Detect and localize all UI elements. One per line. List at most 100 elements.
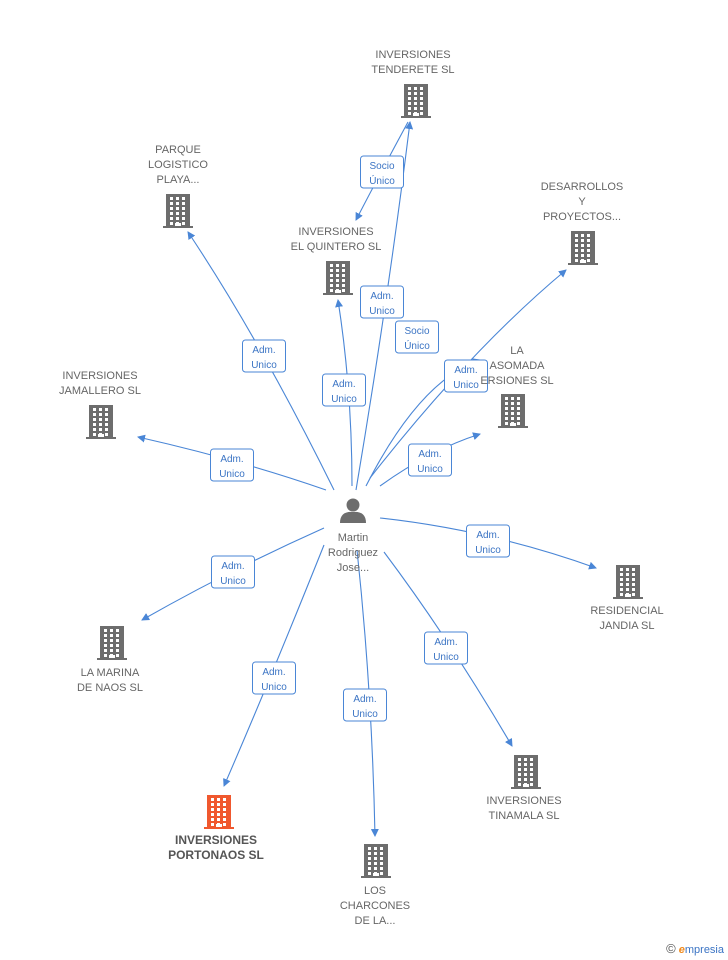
company-name-line: TINAMALA SL: [489, 810, 560, 822]
company-name-line: DE NAOS SL: [77, 682, 143, 694]
relation-badge[interactable]: Adm. Unico: [466, 524, 510, 558]
building-icon: [163, 194, 193, 228]
company-name-line: LOGISTICO: [148, 159, 208, 171]
relation-badge[interactable]: Adm.Unico: [252, 661, 296, 695]
badge-box: [343, 688, 387, 722]
company-name-line: Y: [578, 196, 586, 208]
badge-box: [210, 448, 254, 482]
company-name-line: LA: [510, 345, 524, 357]
relation-badge[interactable]: Adm. Unico: [211, 555, 255, 589]
building-icon: [204, 795, 234, 829]
company-name-line: PARQUE: [155, 144, 201, 156]
copyright-icon: ©: [666, 941, 676, 956]
building-icon: [97, 626, 127, 660]
badge-box: [252, 661, 296, 695]
empresia-brand[interactable]: © empresia: [666, 941, 724, 956]
badge-box: [395, 320, 439, 354]
relation-badge[interactable]: Adm. Unico: [343, 688, 387, 722]
relation-badge[interactable]: Adm.Unico: [444, 359, 488, 393]
company-name-line: DESARROLLOS: [541, 181, 624, 193]
building-icon: [361, 844, 391, 878]
company-name-line: INVERSIONES: [486, 795, 561, 807]
company-node-tinamala[interactable]: INVERSIONES TINAMALA SL: [486, 755, 562, 822]
building-icon: [498, 394, 528, 428]
company-name-line: PLAYA...: [156, 174, 199, 186]
badge-text: Unico: [219, 469, 245, 480]
badge-box: [322, 373, 366, 407]
building-icon: [511, 755, 541, 789]
company-name-line: RESIDENCIAL: [590, 605, 663, 617]
badge-text: Adm.: [353, 694, 376, 705]
company-name-line: EL QUINTERO SL: [291, 241, 382, 253]
badge-text: Socio: [404, 326, 429, 337]
company-name-line: ERSIONES SL: [480, 375, 553, 387]
badge-text: Adm.: [221, 561, 244, 572]
person-name-line: Jose...: [337, 562, 369, 574]
badge-box: [360, 285, 404, 319]
company-name-line: DE LA...: [355, 915, 396, 927]
badge-text: Adm.: [332, 379, 355, 390]
badge-text: Unico: [261, 682, 287, 693]
building-icon: [401, 84, 431, 118]
badge-text: Adm.: [434, 637, 457, 648]
relation-badge[interactable]: Adm.Unico: [322, 373, 366, 407]
badge-text: Adm.: [418, 449, 441, 460]
company-name-line: PORTONAOS SL: [168, 848, 264, 862]
person-name-line: Martin: [338, 532, 369, 544]
company-name-line: INVERSIONES: [62, 370, 137, 382]
company-node-charcones[interactable]: LOS CHARCONES DE LA...: [340, 844, 410, 927]
relation-badge[interactable]: Adm. Unico: [408, 443, 452, 477]
badges-layer: Adm.UnicoSocioÚnicoAdm.UnicoAdm.UnicoSoc…: [210, 155, 510, 722]
brand-initial: e: [678, 944, 685, 956]
company-name-line: PROYECTOS...: [543, 211, 621, 223]
badge-text: Adm.: [252, 345, 275, 356]
relation-badge[interactable]: Adm. Unico: [242, 339, 286, 373]
badge-text: Único: [369, 174, 395, 187]
company-name-line: TENDERETE SL: [371, 64, 454, 76]
badge-text: Unico: [433, 652, 459, 663]
building-icon: [568, 231, 598, 265]
building-icon: [86, 405, 116, 439]
company-node-asomada[interactable]: LA ASOMADA ERSIONES SL: [480, 345, 554, 428]
relation-badge[interactable]: Adm. Unico: [424, 631, 468, 665]
badge-text: Adm.: [220, 454, 243, 465]
badge-text: Unico: [475, 545, 501, 556]
badge-text: Unico: [220, 576, 246, 587]
company-name-line: ASOMADA: [489, 360, 545, 372]
badge-text: Único: [404, 339, 430, 352]
company-name-line: JANDIA SL: [599, 620, 654, 632]
badge-text: Adm.: [370, 291, 393, 302]
relation-badge[interactable]: Adm. Unico: [360, 285, 404, 319]
person-name-line: Rodriguez: [328, 547, 378, 559]
badge-box: [444, 359, 488, 393]
badge-text: Unico: [453, 380, 479, 391]
badge-box: [211, 555, 255, 589]
badge-text: Unico: [352, 709, 378, 720]
badge-box: [408, 443, 452, 477]
building-icon: [323, 261, 353, 295]
person-icon: [340, 498, 366, 523]
relation-badge[interactable]: Adm. Unico: [210, 448, 254, 482]
company-node-desarrollos[interactable]: DESARROLLOS Y PROYECTOS...: [541, 181, 624, 265]
badge-box: [466, 524, 510, 558]
badge-box: [242, 339, 286, 373]
badge-text: Unico: [251, 360, 277, 371]
building-icon: [613, 565, 643, 599]
company-name-line: CHARCONES: [340, 900, 410, 912]
company-name-line: LOS: [364, 885, 386, 897]
company-node-parque[interactable]: PARQUE LOGISTICO PLAYA...: [148, 144, 208, 228]
badge-text: Unico: [417, 464, 443, 475]
company-node-jandia[interactable]: RESIDENCIAL JANDIA SL: [590, 565, 664, 632]
center-person[interactable]: MartinRodriguezJose...: [328, 498, 378, 575]
badge-text: Unico: [369, 306, 395, 317]
badge-text: Adm.: [476, 530, 499, 541]
